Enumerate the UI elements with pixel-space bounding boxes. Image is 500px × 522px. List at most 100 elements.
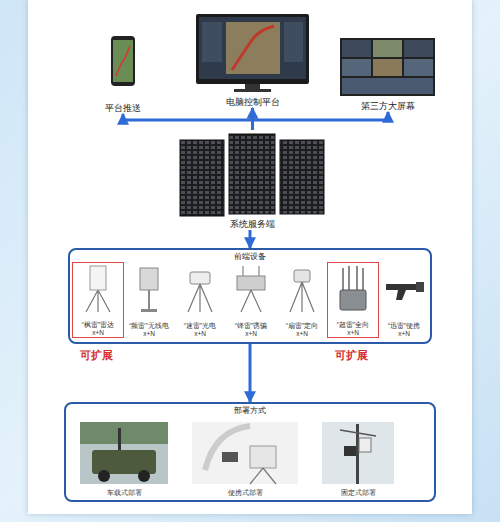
wheel <box>138 470 150 482</box>
map-route <box>232 26 274 70</box>
map-route <box>116 46 130 76</box>
item-label: 平台推送 <box>105 102 141 114</box>
device-item: “扇雷”定向x+N <box>276 262 328 338</box>
item-label: “速雷”光电 <box>184 322 216 330</box>
antennas <box>243 266 259 276</box>
system-item: 第三方大屏幕 <box>333 32 443 112</box>
optic-icon <box>188 272 212 312</box>
stand <box>241 290 261 312</box>
monitor-icon <box>196 14 309 92</box>
radar-icon <box>86 266 110 312</box>
monitor-base <box>234 89 271 92</box>
jammer-head <box>294 270 310 282</box>
text-holder: 前端设备 <box>70 252 430 262</box>
device-item: “速雷”光电x+N <box>174 262 226 338</box>
deploy-item: 车载式部署 <box>74 420 174 498</box>
camera <box>222 452 238 462</box>
text-holder: “速雷”光电x+N <box>174 322 226 338</box>
item-label: “枫雷”雷达 <box>82 321 114 329</box>
system-item: 电脑控制平台 <box>190 10 315 108</box>
screen-frame <box>340 38 435 96</box>
screen-panel <box>373 40 402 57</box>
tripod <box>290 282 314 312</box>
text-holder: 车载式部署 <box>74 488 174 498</box>
item-label: 系统服务端 <box>230 218 275 230</box>
group-panel: 部署方式车载式部署 便携式部署 固定式部署 <box>64 402 436 502</box>
flow-arrow <box>123 114 253 130</box>
item-label: “频雷”无线电 <box>129 322 168 330</box>
vehicle <box>92 450 156 474</box>
phone-icon <box>111 36 135 86</box>
text-holder: “枫雷”雷达x+N <box>73 321 123 337</box>
directional-icon <box>290 270 314 312</box>
map-area <box>226 22 280 74</box>
flow-arrow <box>249 344 252 402</box>
item-label: 电脑控制平台 <box>226 96 280 108</box>
crossbar <box>340 430 376 436</box>
fixed-photo <box>322 422 394 484</box>
tripod <box>188 284 212 312</box>
server-rack <box>180 140 224 216</box>
text-holder: 系统服务端 <box>170 218 335 230</box>
omni-case <box>340 290 366 310</box>
device-item: “频雷”无线电x+N <box>123 262 175 338</box>
item-label: 便携式部署 <box>228 488 263 498</box>
item-label: x+N <box>398 330 410 338</box>
gun-body <box>386 284 418 300</box>
text-holder: 部署方式 <box>66 406 434 416</box>
server-icon <box>180 134 324 216</box>
text-holder: “迅雷”便携x+N <box>378 322 430 338</box>
antennas <box>343 266 363 290</box>
photo-ground <box>80 422 168 484</box>
device-box <box>250 446 276 468</box>
item-label: x+N <box>347 329 359 337</box>
decoy-icon <box>237 266 265 312</box>
text-holder: “扇雷”定向x+N <box>276 322 328 338</box>
item-label: “超雷”全向 <box>337 321 369 329</box>
decoy-box <box>237 276 265 290</box>
text-holder: 平台推送 <box>92 102 154 114</box>
radar-panel <box>90 266 106 290</box>
item-label: 第三方大屏幕 <box>361 100 415 112</box>
trees <box>80 422 168 444</box>
monitor-stand <box>245 84 260 89</box>
item-label: “迅雷”便携 <box>388 322 420 330</box>
device-item: “迅雷”便携x+N <box>378 262 430 338</box>
photo-ground <box>322 422 394 484</box>
device-item: “枫雷”雷达x+N <box>72 262 124 338</box>
group-panel: 前端设备“枫雷”雷达x+N“频雷”无线电x+N“速雷”光电x+N“锋雷”诱骗x+… <box>68 248 432 344</box>
portable-photo <box>192 422 298 484</box>
side-panel <box>284 22 303 62</box>
monitor-frame <box>196 14 309 84</box>
server-rack <box>229 134 275 214</box>
antenna-panel <box>140 268 158 290</box>
item-label: “锋雷”诱骗 <box>235 322 267 330</box>
device <box>344 446 356 456</box>
phone-screen <box>113 40 133 82</box>
system-item: 系统服务端 <box>170 130 335 230</box>
text-holder: “频雷”无线电x+N <box>123 322 175 338</box>
monitor-screen <box>199 17 306 79</box>
group-title: 前端设备 <box>234 252 266 262</box>
screen-panel <box>404 40 433 57</box>
deploy-item: 固定式部署 <box>318 420 398 498</box>
device-item: “锋雷”诱骗x+N <box>225 262 277 338</box>
flow-arrow <box>249 230 252 248</box>
pole <box>148 290 150 310</box>
device-item: “超雷”全向x+N <box>327 262 379 338</box>
text-holder: 第三方大屏幕 <box>333 100 443 112</box>
note-label: 可扩展 <box>80 348 113 363</box>
camera-head <box>190 272 210 284</box>
device <box>359 438 371 452</box>
radio-icon <box>140 268 158 312</box>
photo-ground <box>192 422 298 484</box>
flow-arrow <box>253 112 389 130</box>
note-label: 可扩展 <box>335 348 368 363</box>
text-holder: 便携式部署 <box>190 488 300 498</box>
item-label: x+N <box>92 329 104 337</box>
item-label: x+N <box>194 330 206 338</box>
screen-panel <box>342 78 433 94</box>
text-holder: 电脑控制平台 <box>190 96 315 108</box>
system-item: 平台推送 <box>92 30 154 114</box>
